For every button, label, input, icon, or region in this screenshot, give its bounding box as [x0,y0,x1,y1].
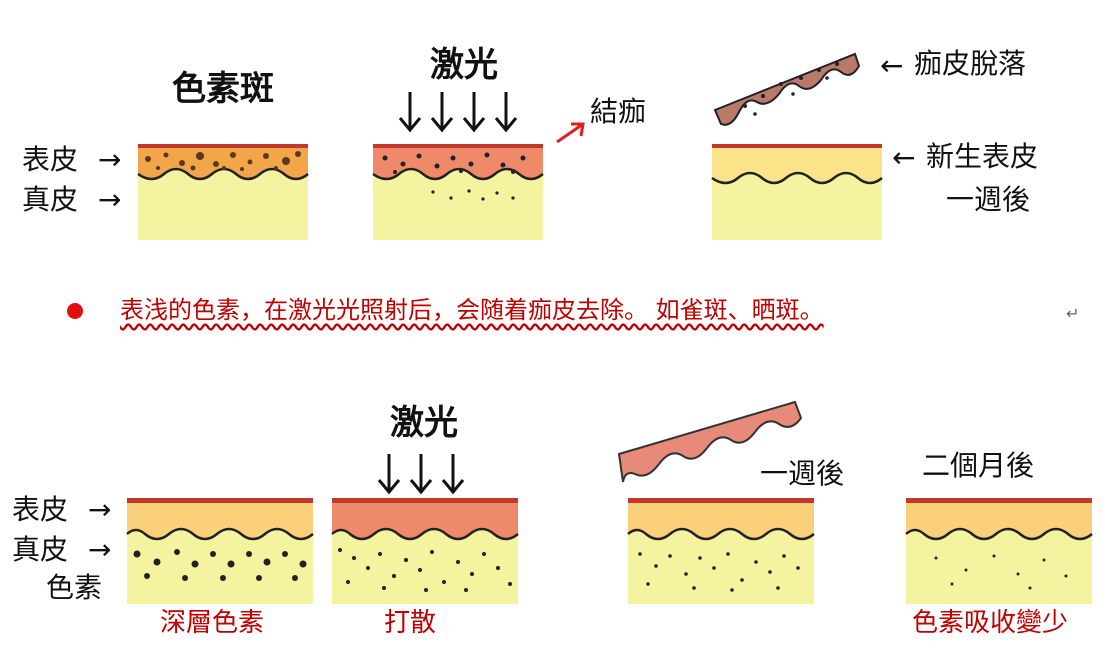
right-arrow-icon: → [98,143,122,176]
down-arrow-icon [409,454,433,495]
caption-deep-pigment: 深層色素 [160,608,265,638]
dermis-label-bottom: 真皮 [12,533,69,566]
epidermis-label-bottom: 表皮 [12,493,69,526]
caption-pigment-reduced: 色素吸收變少 [912,608,1069,638]
explanation-note: 表浅的色素，在激光光照射后，会随着痂皮去除。 如雀斑、晒斑。 [120,296,824,324]
diagonal-arrow-icon [556,122,585,144]
skin-panel-deep-pigment [126,498,314,604]
bottom-laser-title: 激光 [390,403,458,443]
skin-panel-new-epidermis [711,144,883,240]
right-arrow-icon: → [88,533,112,566]
epidermis-label-top: 表皮 [22,143,79,176]
down-arrow-icon [462,92,486,133]
left-arrow-icon: ← [880,49,904,82]
two-months-label: 二個月後 [922,449,1035,482]
scab-callout-label: 結痂 [590,95,647,128]
skin-panel-laser [372,144,544,240]
laser-arrows-bottom [377,454,465,495]
left-arrow-icon: ← [892,141,916,174]
down-arrow-icon [430,92,454,133]
skin-panel-scattered [331,498,519,604]
scab-peeling-bottom [617,400,803,483]
down-arrow-icon [441,454,465,495]
return-symbol: ↵ [1066,304,1080,323]
down-arrow-icon [494,92,518,133]
one-week-label-top: 一週後 [946,183,1031,216]
scab-peeling-top [713,52,861,126]
down-arrow-icon [398,92,422,133]
caption-scattered: 打散 [384,608,437,638]
bullet-icon [67,303,83,319]
pigment-label-bottom: 色素 [46,571,103,604]
new-epidermis-label: 新生表皮 [926,140,1039,173]
dermis-label-top: 真皮 [22,183,79,216]
scab-peel-label: 痂皮脫落 [914,47,1027,80]
laser-arrows-top [398,92,518,133]
right-arrow-icon: → [98,183,122,216]
one-week-label-bottom: 一週後 [760,457,845,490]
top-col2-title: 激光 [430,45,498,85]
skin-panel-after-week [627,498,815,604]
right-arrow-icon: → [88,493,112,526]
skin-panel-pigment-spot [137,144,309,240]
down-arrow-icon [377,454,401,495]
skin-panel-after-two-months [905,498,1093,604]
top-col1-title: 色素斑 [172,69,274,109]
